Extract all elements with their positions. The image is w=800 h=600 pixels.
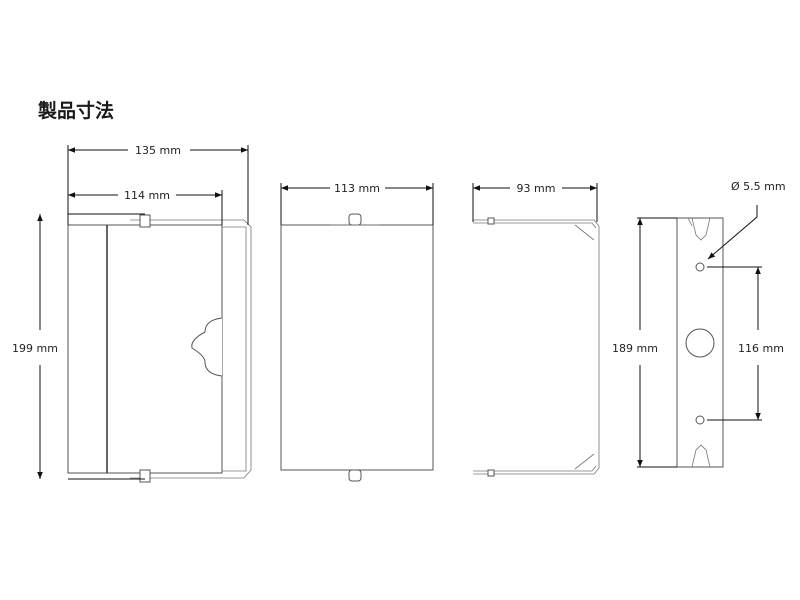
mounting-plate-view [637,205,762,468]
mounting-hole [695,415,705,425]
bracket-view [472,183,600,477]
dim-135: 135 mm [135,144,181,157]
mounting-hole [695,262,705,272]
page-title: 製品寸法 [38,100,115,122]
dim-114: 114 mm [124,189,170,202]
dim-113: 113 mm [334,182,380,195]
dim-199: 199 mm [12,342,58,355]
side-view [37,145,252,483]
dim-hole-diameter: Ø 5.5 mm [731,180,786,193]
dim-116: 116 mm [738,342,784,355]
dim-189: 189 mm [612,342,658,355]
front-view [280,183,434,482]
dim-93: 93 mm [517,182,556,195]
cable-hole [685,328,715,358]
